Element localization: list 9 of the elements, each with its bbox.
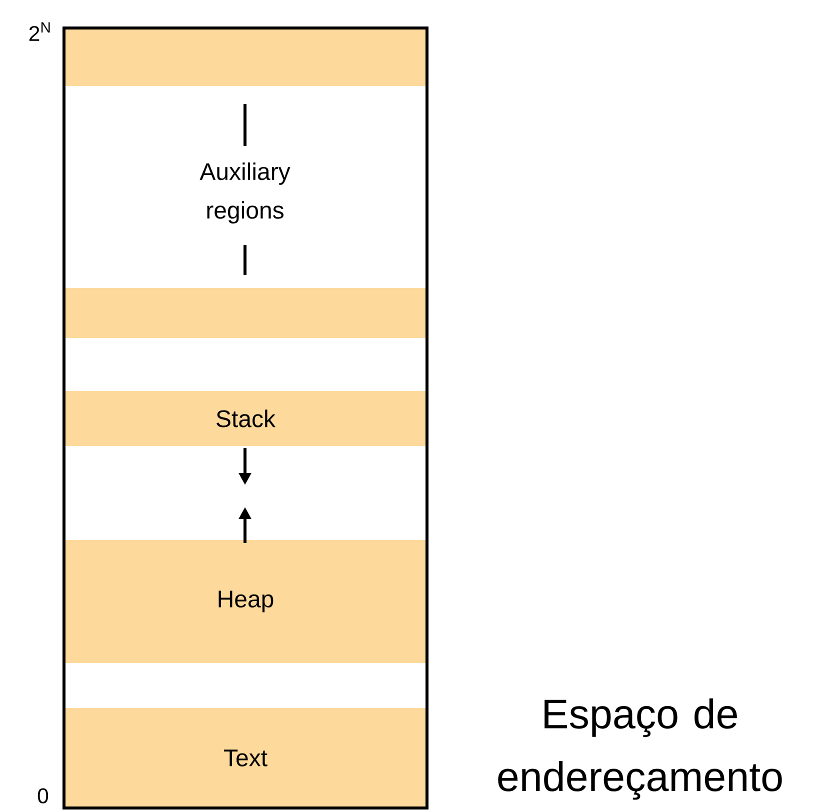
address-space-box	[62, 26, 428, 810]
memory-band: Stack	[66, 391, 426, 446]
region-label: Auxiliary regions	[200, 162, 290, 224]
empty-band	[66, 28, 426, 86]
node-label: Espaço de endereçamento	[498, 698, 782, 800]
memory-band: Text	[66, 708, 426, 808]
memory-band: Heap	[66, 540, 426, 663]
axis-label: 2$^{N}$	[29, 22, 50, 41]
empty-band	[66, 288, 426, 338]
